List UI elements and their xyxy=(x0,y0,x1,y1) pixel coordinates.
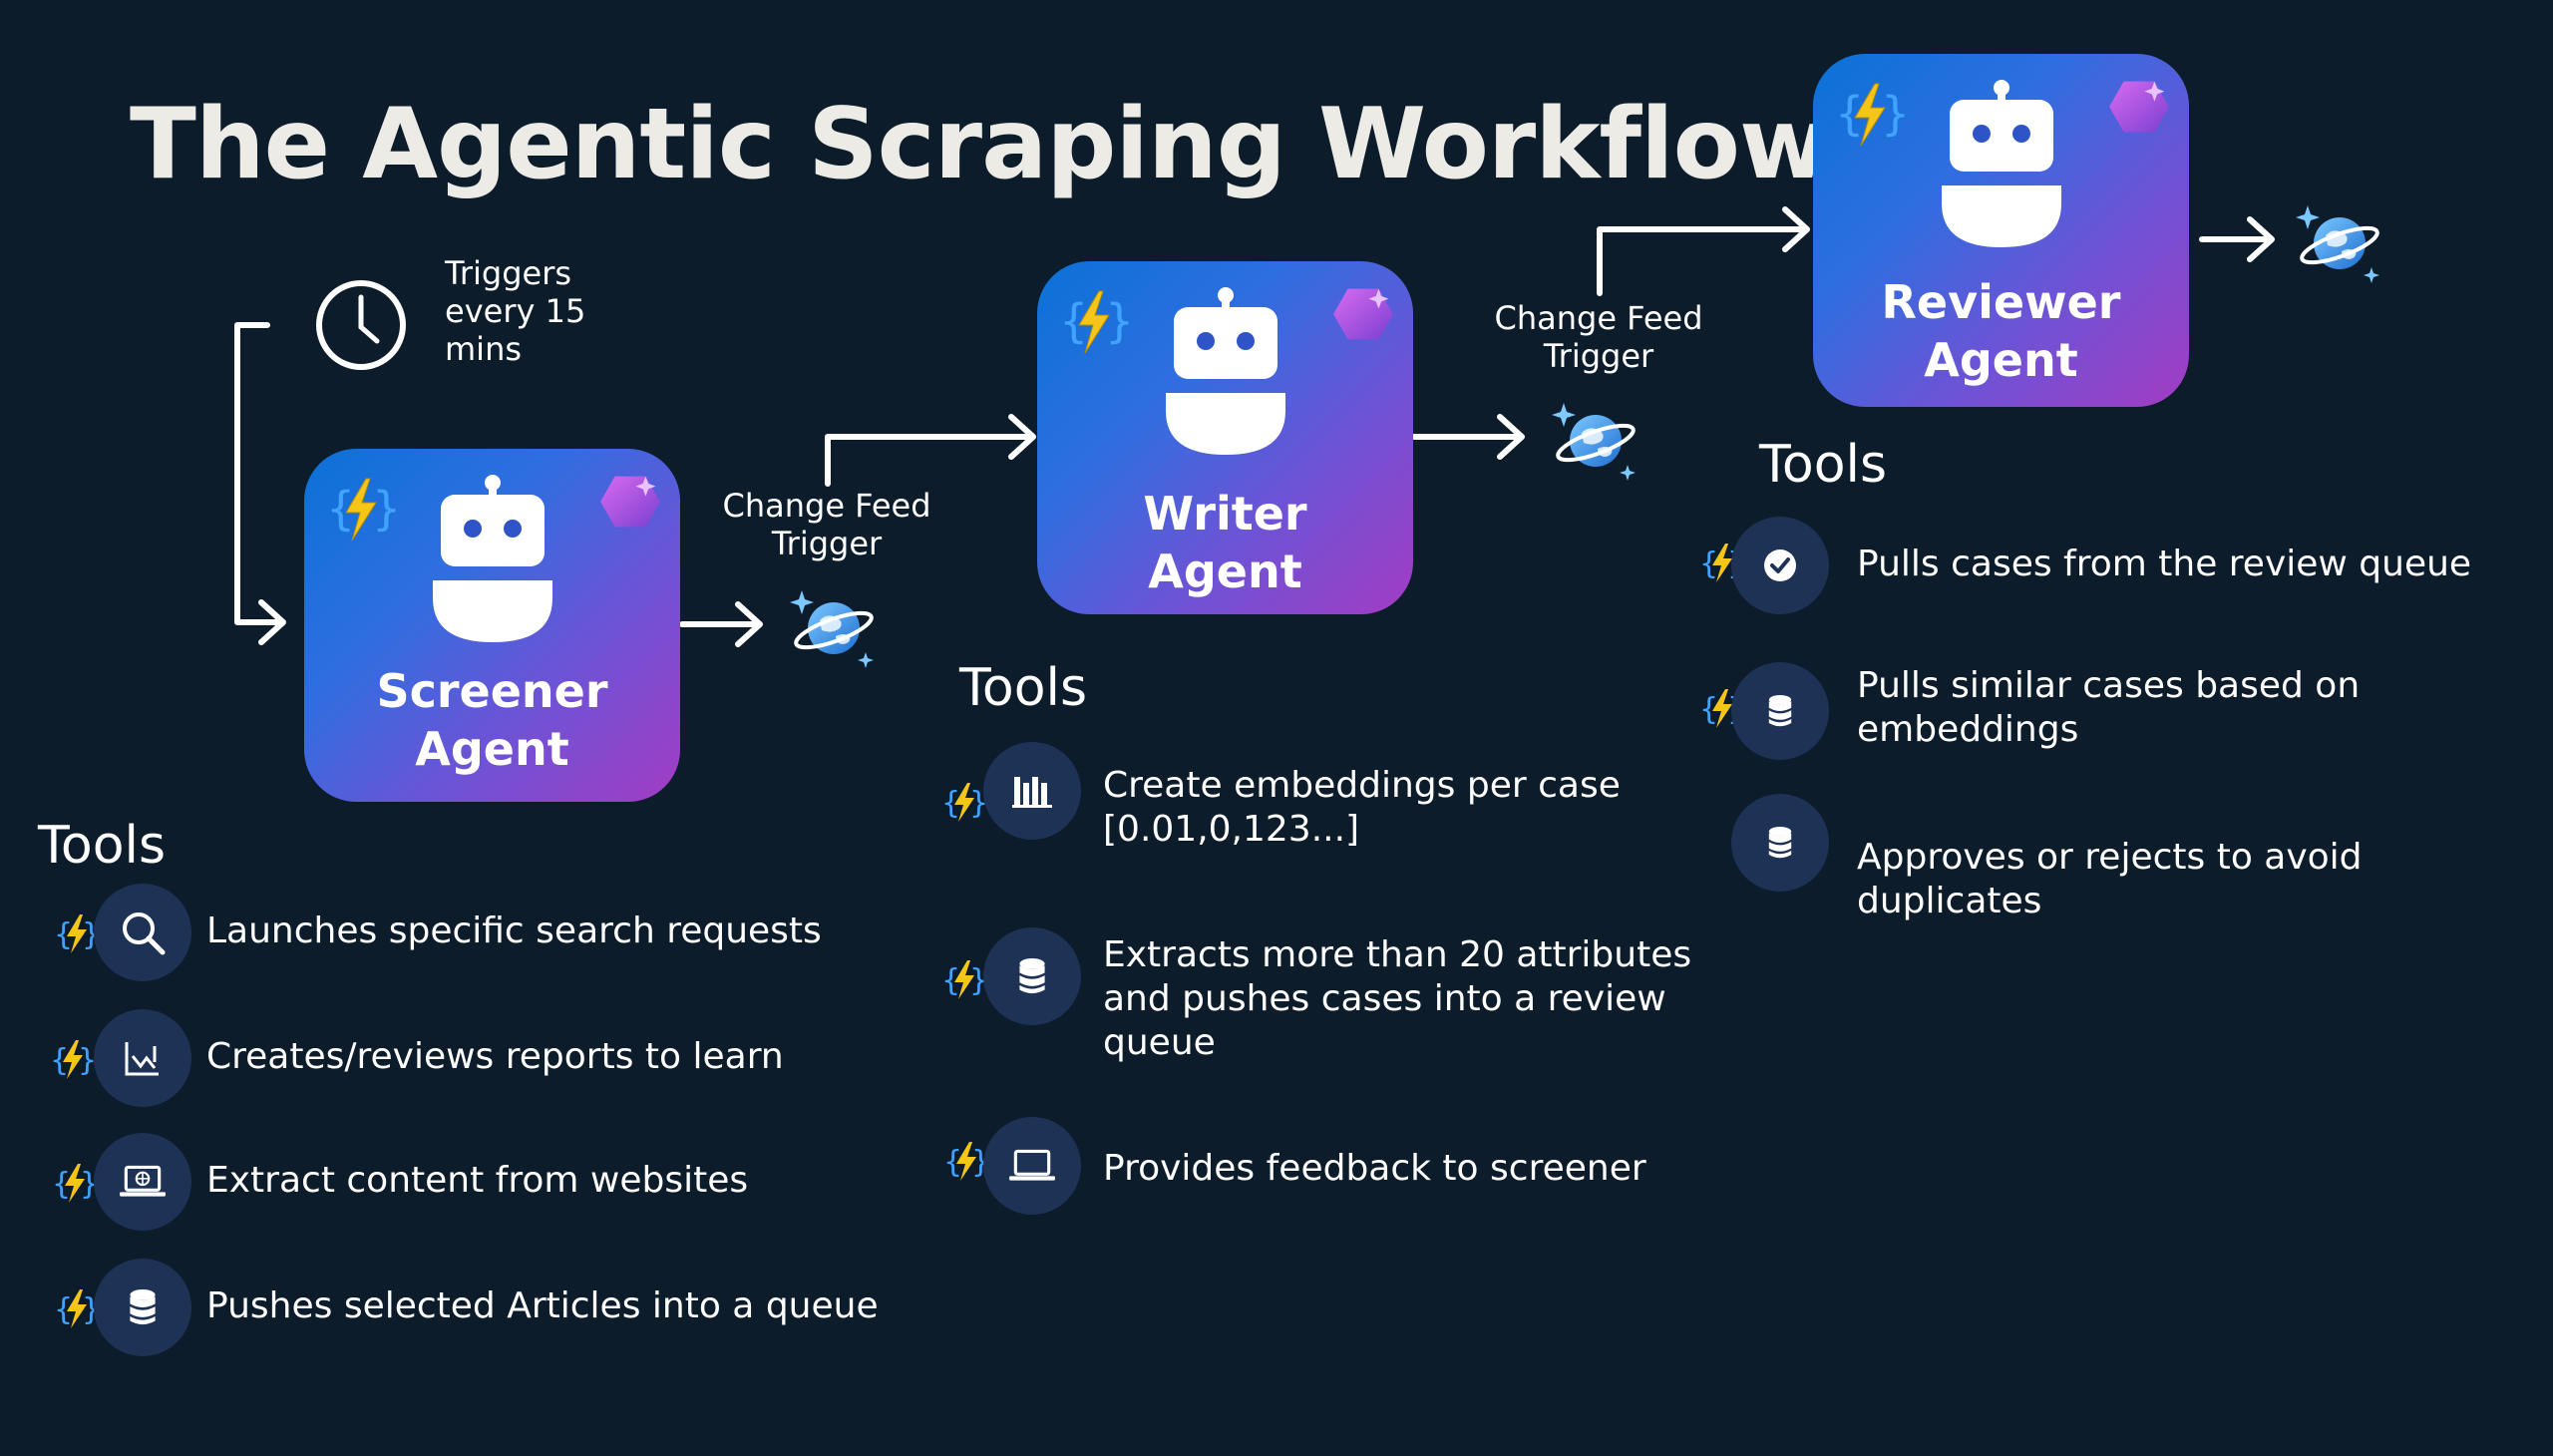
tool-description-line: Extracts more than 20 attributes xyxy=(1103,934,1692,975)
function-icon xyxy=(941,957,985,1001)
writer-agent-card: Writer Agent xyxy=(1037,261,1413,614)
cosmos-db-icon xyxy=(1552,393,1641,483)
robot-icon xyxy=(1156,287,1295,457)
ai-hexagon-icon xyxy=(598,473,662,531)
trigger-label: Triggers every 15 mins xyxy=(445,254,585,368)
tool-description: Creates/reviews reports to learn xyxy=(206,1036,784,1077)
tool-description-line: embeddings xyxy=(1857,709,2079,750)
laptop-icon xyxy=(1007,1147,1057,1185)
tool-icon-circle xyxy=(94,884,191,981)
change-feed-line: Trigger xyxy=(1543,337,1654,375)
reviewer-agent-name: Reviewer Agent xyxy=(1813,273,2189,389)
reviewer-tools-heading: Tools xyxy=(1759,435,1888,495)
tool-icon-circle xyxy=(94,1259,191,1356)
laptop-web-icon xyxy=(118,1163,168,1201)
tool-description: Extracts more than 20 attributes and pus… xyxy=(1103,933,1691,1065)
database-icon xyxy=(1014,956,1050,996)
database-icon xyxy=(125,1287,161,1327)
function-icon xyxy=(1835,80,1905,150)
database-icon xyxy=(1764,693,1796,729)
function-icon xyxy=(326,475,396,545)
trigger-label-line: Triggers xyxy=(445,254,572,292)
function-icon xyxy=(943,1139,987,1183)
robot-icon xyxy=(1932,80,2071,249)
screener-tools-heading: Tools xyxy=(38,816,167,876)
tool-icon-circle xyxy=(1731,662,1829,760)
tool-icon-circle xyxy=(94,1133,191,1231)
screener-agent-card: Screener Agent xyxy=(304,449,680,802)
agent-name-line: Reviewer xyxy=(1881,275,2121,329)
change-feed-line: Change Feed xyxy=(1494,299,1703,337)
check-circle-icon xyxy=(1764,549,1796,581)
ai-hexagon-icon xyxy=(1331,285,1395,343)
agent-name-line: Agent xyxy=(1924,333,2078,387)
ai-hexagon-icon xyxy=(2107,78,2171,136)
tool-description-line: Pulls cases from the review queue xyxy=(1857,544,2472,584)
tool-description: Launches specific search requests xyxy=(206,910,822,951)
function-icon xyxy=(52,1161,96,1205)
tool-description-line: Approves or rejects to avoid duplicates xyxy=(1857,837,2363,921)
function-icon xyxy=(50,1037,94,1081)
tool-description: Approves or rejects to avoid duplicates xyxy=(1857,836,2553,923)
tool-description-line: [0.01,0,123...] xyxy=(1103,809,1360,850)
change-feed-trigger-label: Change Feed Trigger xyxy=(1492,299,1705,375)
tool-description: Pulls cases from the review queue xyxy=(1857,543,2471,586)
page-title: The Agentic Scraping Workflow xyxy=(130,88,1830,201)
tool-description-line: Pulls similar cases based on xyxy=(1857,665,2361,706)
embeddings-icon xyxy=(1012,777,1052,808)
tool-description-line: queue xyxy=(1103,1022,1216,1063)
tool-description: Create embeddings per case [0.01,0,123..… xyxy=(1103,764,1621,852)
tool-description-line: Provides feedback to screener xyxy=(1103,1148,1646,1189)
search-icon xyxy=(123,912,166,955)
change-feed-trigger-label: Change Feed Trigger xyxy=(720,487,933,562)
trigger-label-line: every 15 xyxy=(445,292,586,330)
tool-icon-circle xyxy=(1731,794,1829,892)
function-icon xyxy=(1059,287,1129,357)
tool-description: Pushes selected Articles into a queue xyxy=(206,1285,879,1326)
clock-icon xyxy=(316,280,406,370)
tool-icon-circle xyxy=(983,742,1081,840)
screener-agent-name: Screener Agent xyxy=(304,662,680,778)
trigger-label-line: mins xyxy=(445,330,523,368)
function-icon xyxy=(54,1286,98,1330)
agent-name-line: Agent xyxy=(415,722,569,776)
function-icon xyxy=(54,911,98,955)
reviewer-agent-card: Reviewer Agent xyxy=(1813,54,2189,407)
agent-name-line: Writer xyxy=(1143,487,1307,541)
tool-icon-circle xyxy=(1731,517,1829,614)
report-chart-icon xyxy=(125,1042,159,1076)
tool-description: Extract content from websites xyxy=(206,1160,749,1201)
database-icon xyxy=(1764,825,1796,861)
writer-agent-name: Writer Agent xyxy=(1037,485,1413,600)
writer-tools-heading: Tools xyxy=(959,658,1088,718)
function-icon xyxy=(941,780,985,824)
robot-icon xyxy=(423,475,562,644)
agent-name-line: Screener xyxy=(376,664,608,718)
tool-icon-circle xyxy=(983,1117,1081,1215)
tool-icon-circle xyxy=(94,1009,191,1107)
tool-description: Provides feedback to screener xyxy=(1103,1147,1646,1191)
tool-description-line: Create embeddings per case xyxy=(1103,765,1621,806)
change-feed-line: Trigger xyxy=(771,525,883,562)
tool-icon-circle xyxy=(983,927,1081,1025)
cosmos-db-icon xyxy=(2296,195,2385,285)
agent-name-line: Agent xyxy=(1148,545,1302,598)
tool-description-line: and pushes cases into a review xyxy=(1103,978,1666,1019)
tool-description: Pulls similar cases based on embeddings xyxy=(1857,664,2360,752)
change-feed-line: Change Feed xyxy=(722,487,931,525)
cosmos-db-icon xyxy=(790,580,880,670)
